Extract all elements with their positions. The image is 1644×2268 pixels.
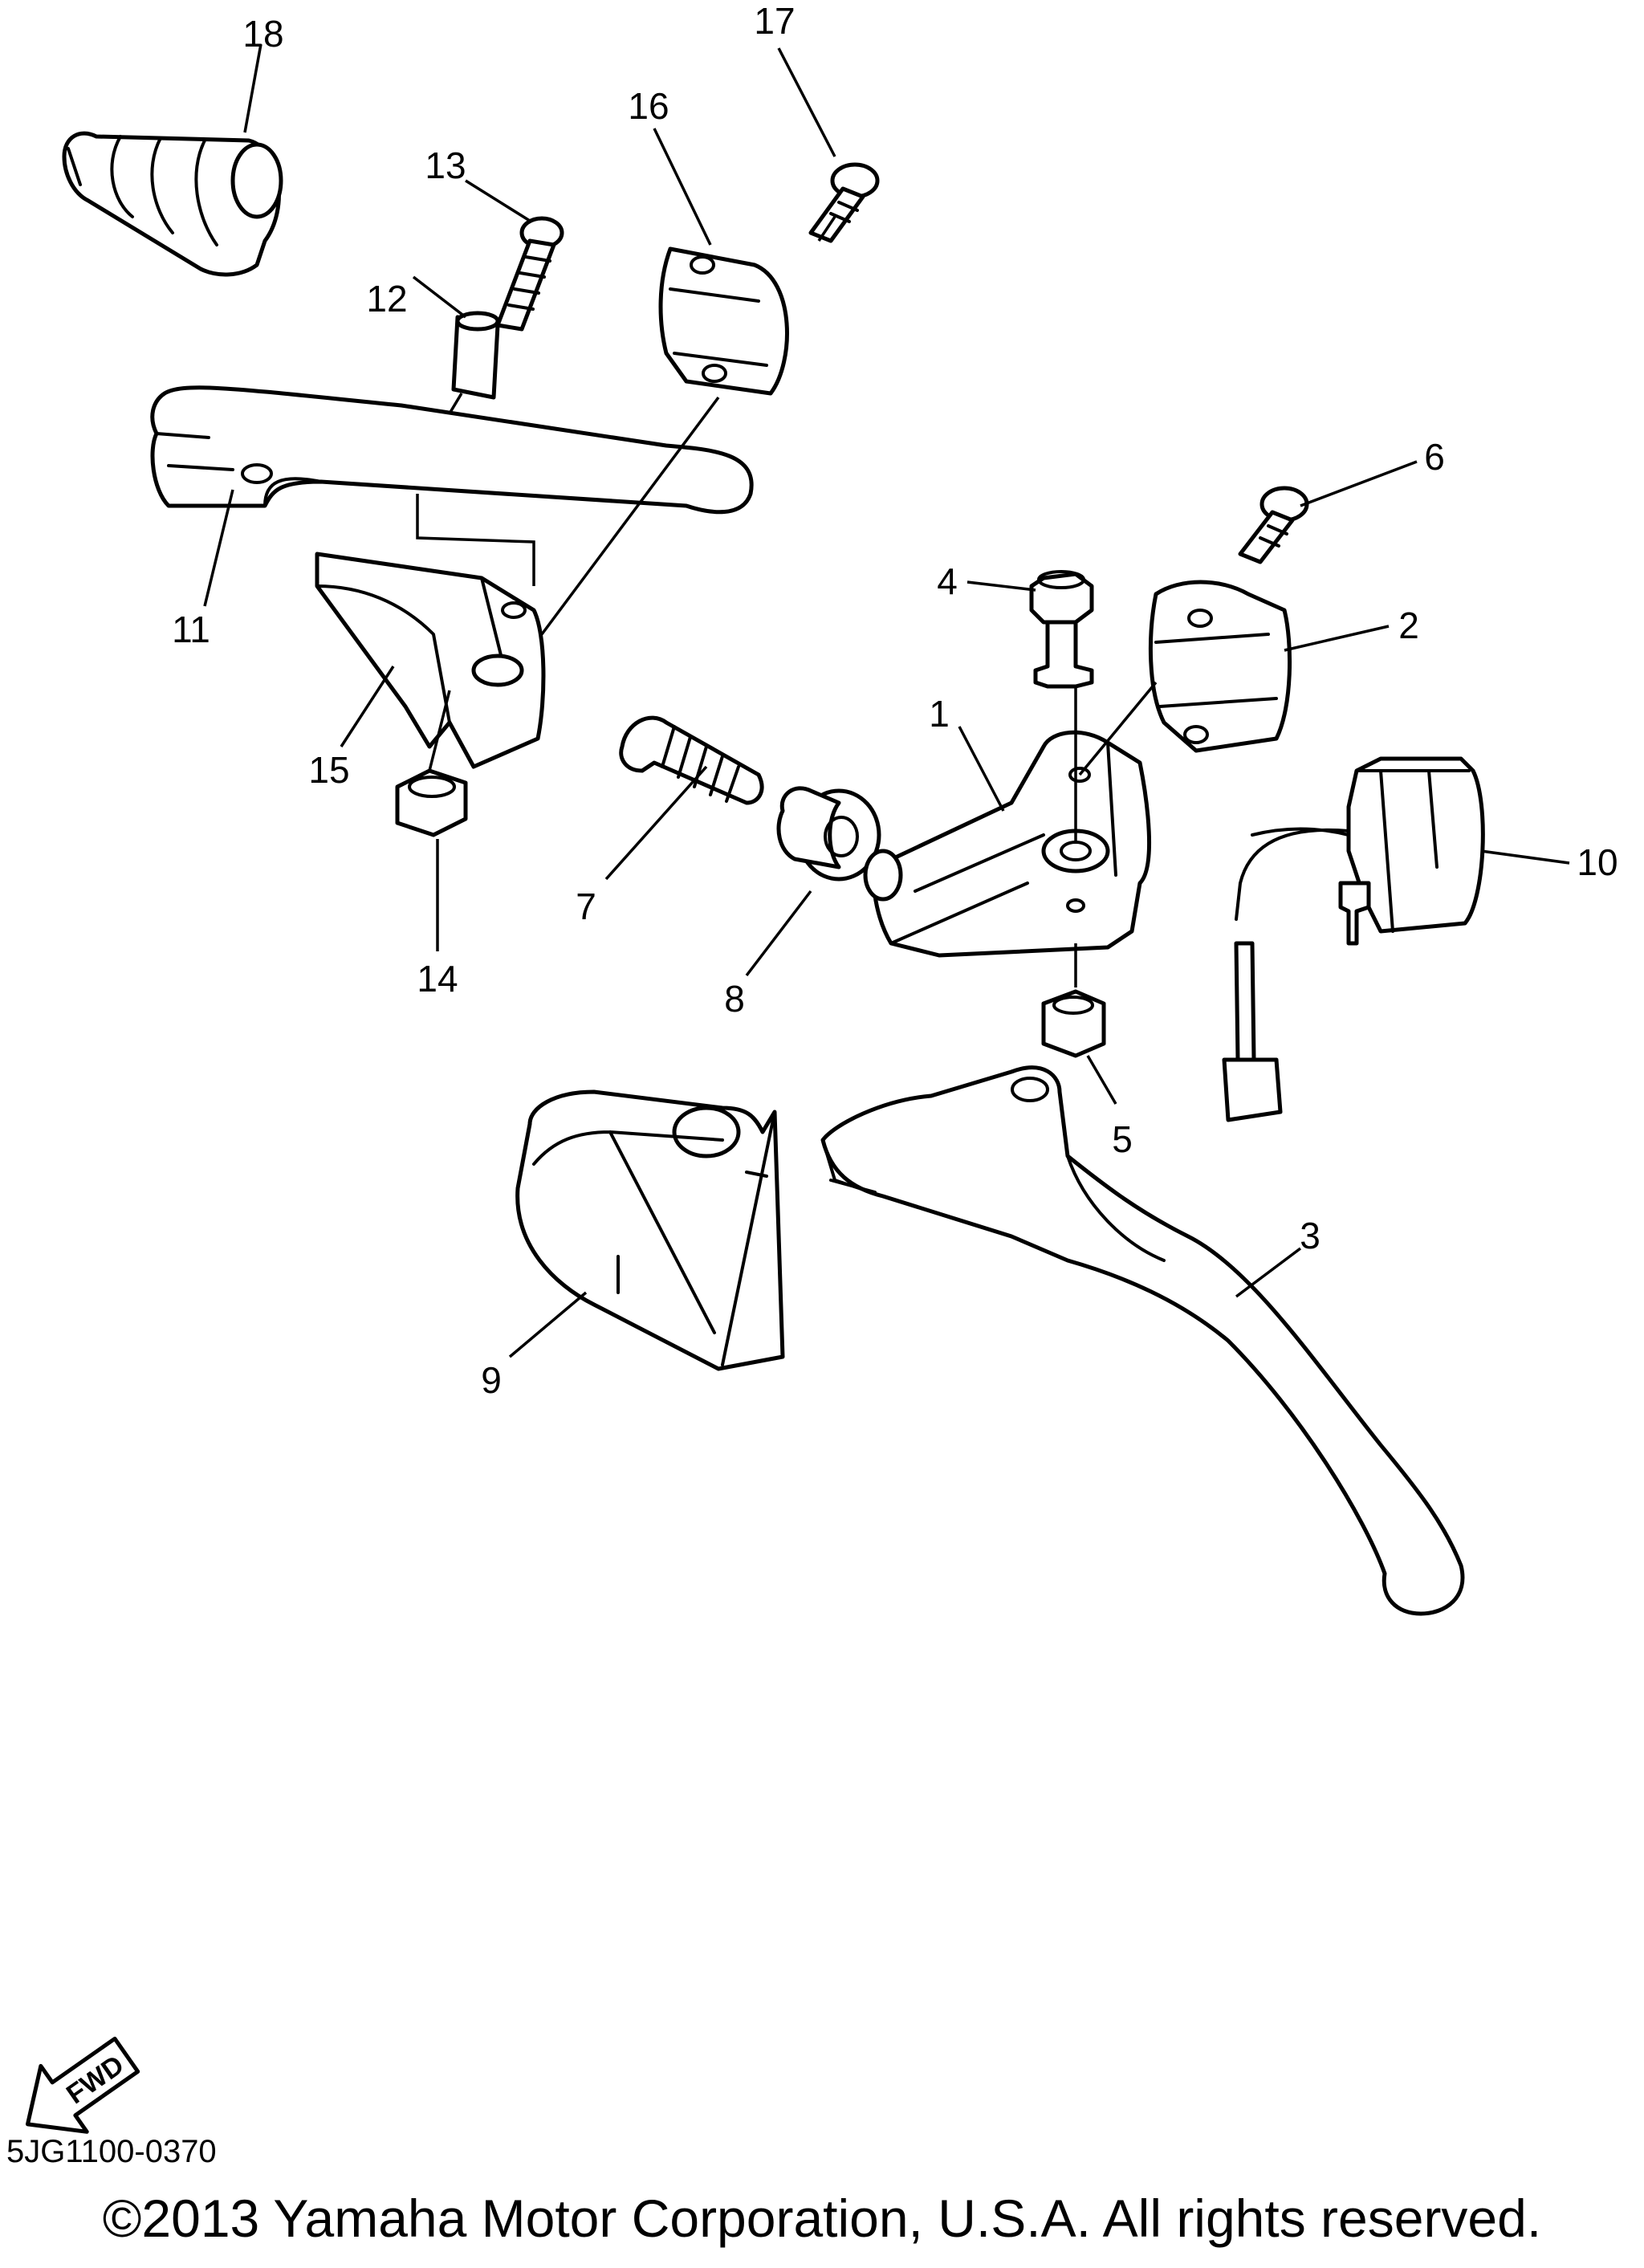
copyright-notice: ©2013 Yamaha Motor Corporation, U.S.A. A…	[102, 2189, 1542, 2248]
part-13-screw	[495, 216, 564, 332]
callout-6: 6	[1424, 436, 1445, 478]
part-15-lever-holder	[315, 552, 546, 769]
part-16-holder	[658, 246, 789, 396]
callout-5: 5	[1112, 1118, 1133, 1160]
part-1-bracket	[863, 730, 1151, 958]
callout-13: 13	[425, 145, 466, 186]
callout-8: 8	[724, 978, 745, 1020]
part-4-pivot-bolt	[1029, 570, 1094, 689]
callout-12: 12	[366, 278, 407, 320]
callout-10: 10	[1577, 841, 1618, 883]
callout-leaders	[203, 43, 1570, 1358]
callout-3: 3	[1300, 1215, 1320, 1256]
callout-2: 2	[1398, 605, 1419, 646]
part-7-adjuster-bolt	[619, 715, 764, 805]
part-8-locknut	[776, 786, 881, 882]
callouts: 18 17 16 13 12 11 15 14 6 2 4 1 10 7 8 5…	[172, 0, 1618, 1401]
part-3-lever	[820, 1065, 1465, 1616]
part-12-collar	[451, 311, 500, 400]
part-5-nut	[1041, 989, 1106, 1058]
part-6-bolt	[1238, 486, 1309, 564]
part-14-nut	[395, 768, 468, 837]
assembly-lines	[416, 216, 1254, 987]
part-2-holder	[1148, 580, 1292, 753]
callout-7: 7	[576, 886, 596, 927]
callout-18: 18	[242, 13, 283, 55]
part-17-bolt	[808, 162, 880, 243]
part-18-boot	[62, 131, 283, 277]
callout-1: 1	[929, 693, 950, 735]
callout-15: 15	[308, 749, 349, 791]
callout-9: 9	[481, 1359, 502, 1401]
part-9-cover	[515, 1089, 785, 1371]
callout-4: 4	[937, 560, 958, 602]
part-11-lever	[150, 385, 754, 515]
callout-11: 11	[172, 609, 210, 650]
callout-14: 14	[417, 958, 458, 1000]
diagram-code: 5JG1100-0370	[6, 2134, 217, 2169]
callout-17: 17	[754, 0, 795, 42]
callout-16: 16	[628, 85, 669, 127]
part-10-switch	[1222, 756, 1485, 1122]
